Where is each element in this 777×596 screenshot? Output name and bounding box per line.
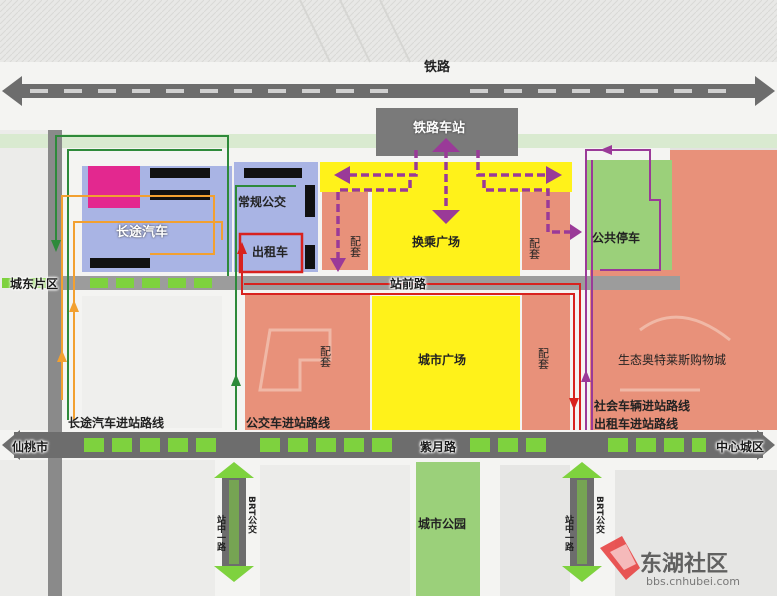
empty-lot (82, 296, 222, 428)
taxi-label: 出租车 (252, 245, 289, 259)
taxi-route-red (241, 250, 581, 430)
city-plaza-label: 城市广场 (418, 353, 467, 367)
station-exit-arrows (336, 150, 572, 260)
railway-station-label: 铁路车站 (413, 121, 466, 136)
city-park-label: 城市公园 (418, 517, 467, 531)
zhanzhong-right-label: 站中一路 (563, 515, 573, 551)
bus-route-green (55, 135, 296, 430)
outlet-mall-label: 生态奥特莱斯购物城 (618, 353, 727, 367)
taxi-route-label: 出租车进站路线 (594, 417, 679, 431)
railway-line (2, 76, 775, 106)
long-bus-route-orange (61, 195, 223, 420)
bus-route-label: 公交车进站路线 (246, 416, 331, 430)
watermark-url: bbs.cnhubei.com (646, 575, 740, 588)
watermark-logo (600, 536, 640, 580)
zhanzhong-left-label: 站中一路 (215, 515, 225, 551)
taxi-route-arrowheads (237, 242, 579, 410)
bus-route-arrowheads (51, 240, 241, 386)
support-label-2: 配套 (529, 237, 540, 261)
support-label-1: 配套 (350, 235, 361, 259)
brt-left-label: BRT公交 (246, 496, 256, 534)
ziyue-road (2, 430, 775, 460)
social-vehicle-route-label: 社会车辆进站路线 (594, 399, 691, 413)
public-parking-area (586, 160, 672, 270)
brt-road-right (562, 462, 602, 582)
ziyue-road-label: 紫月路 (420, 440, 457, 454)
brt-road-left (214, 462, 254, 582)
support-label-3: 配套 (320, 345, 331, 369)
watermark-brand: 东湖社区 (640, 552, 729, 577)
brt-right-label: BRT公交 (594, 496, 604, 534)
xiantao-label: 仙桃市 (12, 440, 49, 454)
social-route-arrowheads (581, 145, 612, 382)
city-east-label: 城东片区 (10, 277, 59, 291)
public-parking-label: 公共停车 (592, 231, 641, 245)
city-park-area (416, 462, 480, 596)
station-front-road-label: 站前路 (390, 277, 427, 291)
social-vehicle-route-purple (585, 149, 661, 430)
long-bus-route-label: 长途汽车进站路线 (68, 416, 165, 430)
exchange-plaza-label: 换乘广场 (412, 235, 461, 249)
station-exit-arrowheads (330, 138, 582, 272)
taxi-area (238, 232, 304, 274)
support-label-4: 配套 (538, 347, 549, 371)
railway-label: 铁路 (424, 60, 451, 75)
center-city-label: 中心城区 (716, 440, 765, 454)
long-bus-route-arrowheads (57, 300, 79, 362)
regular-bus-label: 常规公交 (238, 195, 287, 209)
long-distance-bus-label: 长途汽车 (116, 225, 169, 240)
west-vertical-road (48, 130, 62, 596)
